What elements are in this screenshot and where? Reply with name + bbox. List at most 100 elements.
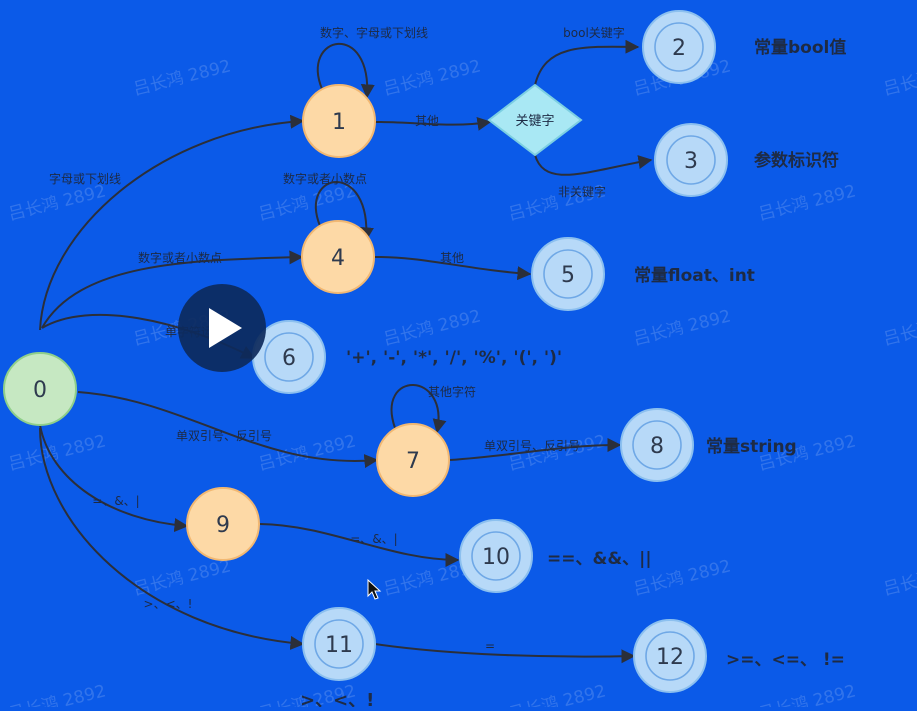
watermark-text: 吕长鸿 2892 [381,306,483,350]
node-inner-ring [264,332,314,382]
edge-0-11 [39,427,305,650]
watermark-text: 吕长鸿 2892 [506,681,608,707]
node-inner-ring [666,135,716,185]
edge-label-7-7: 其他字符 [428,384,476,399]
edge-layer [39,39,653,664]
node-circle [642,10,716,84]
edge-11-12 [374,643,636,664]
watermark-text: 吕长鸿 2892 [6,181,108,225]
watermark-text: 吕长鸿 2892 [6,431,108,475]
state-node-8: 8 [620,408,694,482]
node-label: 5 [561,263,575,288]
node-label: 11 [325,633,353,658]
node-circle [302,84,376,158]
state-node-1: 1 [302,84,376,158]
state-node-2: 2 [642,10,716,84]
edge-label-k-3: 非关键字 [558,184,606,199]
node-circle [654,123,728,197]
edge-0-9 [39,424,189,532]
decision-diamond [487,83,583,157]
watermark-text: 吕长鸿 2892 [256,181,358,225]
node-label: 7 [406,449,420,474]
edge-4-4 [314,181,374,242]
edge-0-1 [39,114,305,331]
state-node-11: 11 [302,607,376,681]
node-inner-ring [543,249,593,299]
node-circle [459,519,533,593]
node-label: 1 [332,110,346,135]
node-label: 4 [331,246,345,271]
watermark-text: 吕长鸿 2892 [881,56,917,100]
node-label: 2 [672,36,686,61]
decision-label: 关键字 [515,114,554,129]
edge-label-k-2: bool关键字 [563,25,625,40]
edge-k-3 [534,154,653,176]
state-node-12: 12 [633,619,707,693]
state-node-7: 7 [376,423,450,497]
watermark-text: 吕长鸿 2892 [756,681,858,707]
watermark-text: 吕长鸿 2892 [631,306,733,350]
node-circle [301,220,375,294]
node-circle [531,237,605,311]
node-label: 10 [482,545,510,570]
node-label: 8 [650,434,664,459]
node-label: 9 [216,513,230,538]
node-circle [302,607,376,681]
watermark-text: 吕长鸿 2892 [6,681,108,707]
node-inner-ring [645,631,695,681]
node-circle [3,352,77,426]
state-node-5: 5 [531,237,605,311]
edge-1-1 [316,42,375,99]
edge-1-k [374,116,492,131]
watermark-text: 吕长鸿 2892 [756,181,858,225]
edge-label-0-9: =、&、| [92,494,139,508]
edge-label-0-7: 单双引号、反引号 [176,429,272,443]
edge-label-1-1: 数字、字母或下划线 [320,25,428,40]
edge-label-1-k: 其他 [415,114,439,128]
bottom-cut-text: >、<、! [300,690,374,707]
state-node-9: 9 [186,487,260,561]
video-play-button[interactable] [178,284,266,372]
watermark-text: 吕长鸿 2892 [131,56,233,100]
node-inner-ring [314,619,364,669]
edge-k-2 [534,39,640,86]
node-label: 12 [656,645,684,670]
state-node-0: 0 [3,352,77,426]
edge-label-4-5: 其他 [440,251,464,265]
edge-label-9-10: =、&、| [350,532,397,546]
edge-label-7-8: 单双引号、反引号 [484,439,580,453]
state-node-4: 4 [301,220,375,294]
edge-9-10 [259,523,460,567]
edge-7-7 [390,384,447,434]
edge-label-0-1: 字母或下划线 [49,171,121,186]
watermark-text: 吕长鸿 2892 [881,556,917,600]
node-inner-ring [632,420,682,470]
play-icon[interactable] [209,308,242,348]
node-circle [620,408,694,482]
token-desc-3: 参数标识符 [754,150,839,171]
edge-label-0-4: 数字或者小数点 [138,250,222,265]
edge-label-11-12: = [485,639,495,653]
token-desc-6: '+', '-', '*', '/', '%', '(', ')' [346,348,562,368]
edge-4-5 [373,255,532,281]
edge-0-4 [41,250,304,329]
state-node-3: 3 [654,123,728,197]
token-desc-2: 常量bool值 [754,37,846,58]
node-circle [186,487,260,561]
node-circle [633,619,707,693]
watermark-text: 吕长鸿 2892 [881,306,917,350]
node-inner-ring [471,531,521,581]
token-desc-8: 常量string [706,436,797,457]
watermark-text: 吕长鸿 2892 [381,56,483,100]
token-desc-10: ==、&&、|| [547,549,652,569]
edge-7-8 [449,438,622,461]
state-node-k: 关键字 [487,83,583,157]
edge-label-4-4: 数字或者小数点 [283,171,367,186]
token-desc-5: 常量float、int [634,265,755,286]
edge-label-0-11: >、<、! [144,597,193,611]
token-desc-12: >=、<=、 != [726,650,845,670]
